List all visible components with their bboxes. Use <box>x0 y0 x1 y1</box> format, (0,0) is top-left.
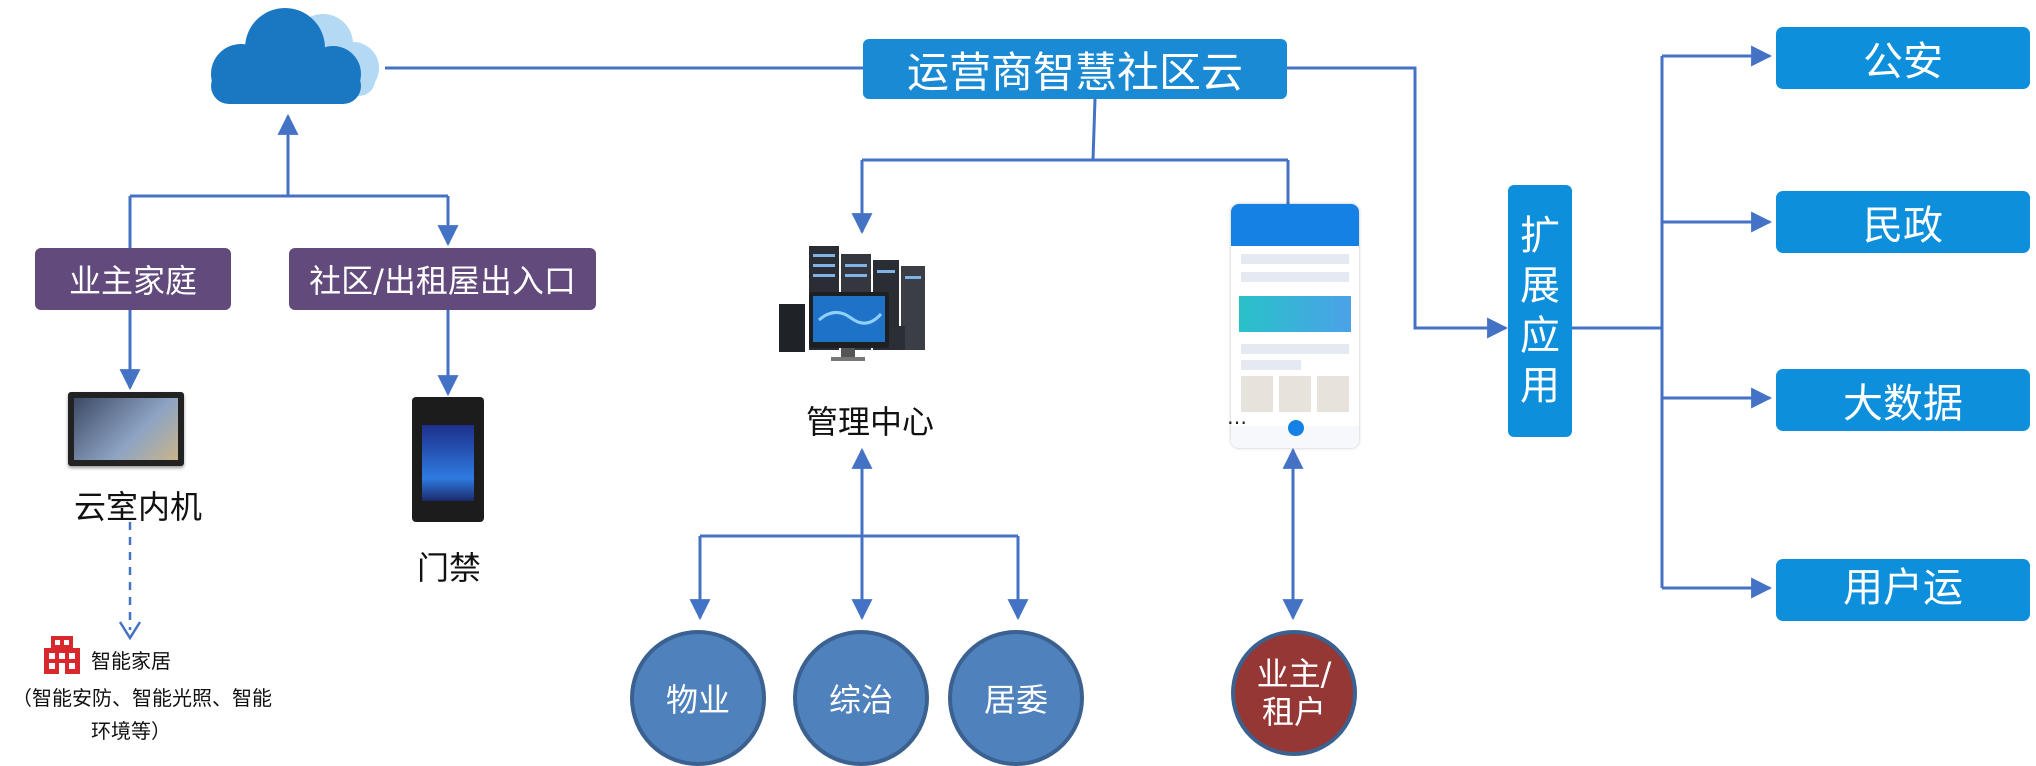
extended-application-box: 扩 展 应 用 <box>1508 185 1572 437</box>
circle-governance-label: 综治 <box>828 681 893 719</box>
door-access-label: 门禁 <box>417 549 482 587</box>
indoor-unit-device-image <box>68 392 184 466</box>
circle-committee: 居委 <box>948 630 1084 766</box>
owner-tenant-circle: 业主/ 租户 <box>1231 630 1357 756</box>
owner-family-label: 业主家庭 <box>68 262 197 300</box>
indoor-unit-label: 云室内机 <box>74 488 203 526</box>
app-partial-label: … <box>1227 405 1247 429</box>
civil-affairs-label: 民政 <box>1863 203 1943 249</box>
door-access-device-image <box>412 397 484 522</box>
management-center-label: 管理中心 <box>806 403 935 441</box>
civil-affairs-box: 民政 <box>1776 191 2030 253</box>
expand-char-1: 扩 <box>1520 213 1560 259</box>
circle-governance: 综治 <box>793 630 929 766</box>
smartphone-icon <box>1231 204 1359 448</box>
user-operation-box: 用户运 <box>1776 559 2030 621</box>
owner-tenant-line1: 业主/ <box>1256 655 1332 693</box>
circle-property: 物业 <box>630 630 766 766</box>
smart-home-title: 智能家居 <box>91 649 171 673</box>
public-security-box: 公安 <box>1776 27 2030 89</box>
building-icon <box>44 636 80 674</box>
cloud-icon <box>211 8 379 104</box>
smart-home-desc-line2: 环境等） <box>91 719 171 743</box>
public-security-label: 公安 <box>1863 39 1943 85</box>
entrance-box: 社区/出租屋出入口 <box>289 248 596 310</box>
big-data-label: 大数据 <box>1843 381 1963 427</box>
owner-tenant-line2: 租户 <box>1261 693 1326 731</box>
operator-cloud-box: 运营商智慧社区云 <box>863 39 1287 99</box>
smart-home-desc: （智能安防、智能光照、智能 <box>12 686 272 710</box>
expand-char-3: 应 <box>1520 313 1560 359</box>
operator-cloud-title: 运营商智慧社区云 <box>906 47 1243 97</box>
owner-family-box: 业主家庭 <box>35 248 231 310</box>
server-rack-icon <box>779 246 925 361</box>
big-data-box: 大数据 <box>1776 369 2030 431</box>
expand-char-2: 展 <box>1520 263 1560 309</box>
circle-property-label: 物业 <box>665 681 730 719</box>
entrance-label: 社区/出租屋出入口 <box>309 262 576 300</box>
expand-char-4: 用 <box>1520 363 1560 409</box>
circle-committee-label: 居委 <box>983 681 1048 719</box>
user-operation-label: 用户运 <box>1843 565 1963 611</box>
